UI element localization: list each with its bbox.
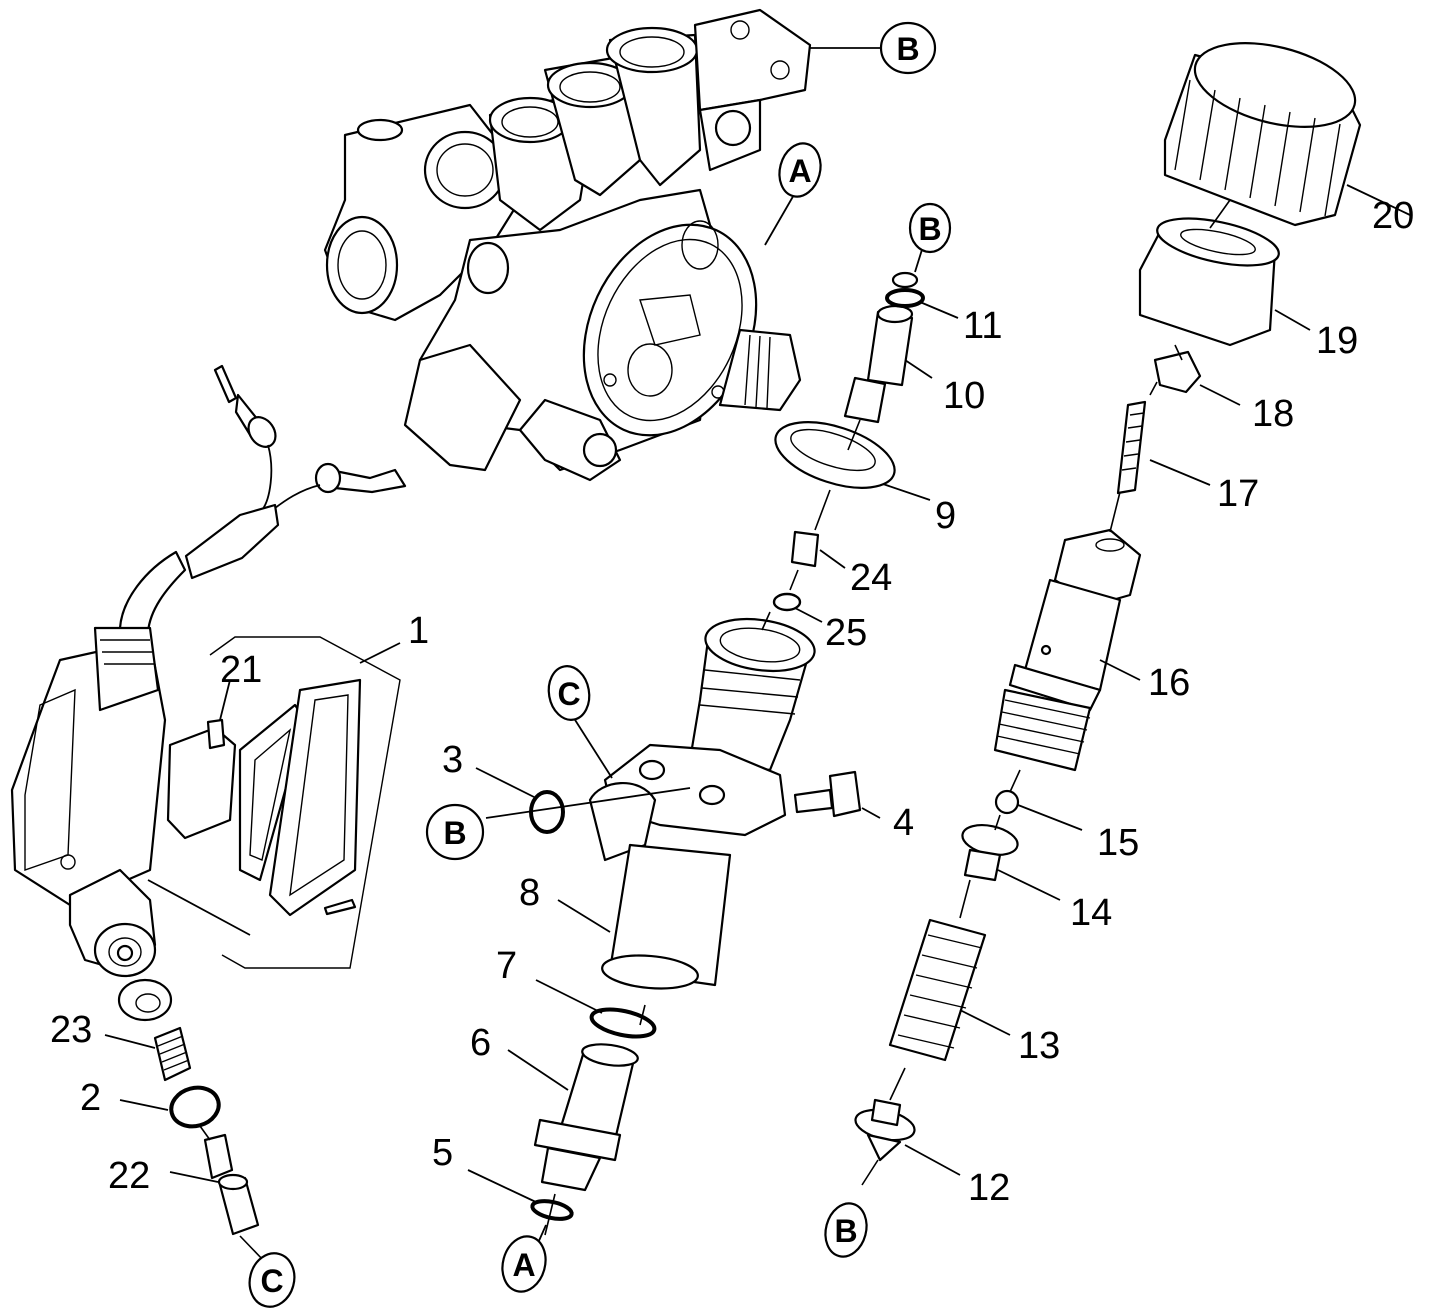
svg-text:C: C <box>260 1263 283 1299</box>
callout-9: 9 <box>935 495 956 537</box>
callout-20: 20 <box>1372 195 1414 237</box>
reference-bubble-a-top: A <box>778 142 822 198</box>
callout-7: 7 <box>496 945 517 987</box>
regulating-valve-stack <box>854 42 1362 1186</box>
pump-manifold <box>323 8 812 482</box>
callout-16: 16 <box>1148 662 1190 704</box>
reference-bubble-a-bottom: A <box>501 1235 547 1293</box>
svg-text:C: C <box>557 676 580 712</box>
svg-text:B: B <box>918 211 941 247</box>
reference-bubble-b-mid: B <box>908 202 952 254</box>
svg-text:B: B <box>896 31 919 67</box>
callout-19: 19 <box>1316 320 1358 362</box>
callout-23: 23 <box>50 1009 92 1051</box>
svg-text:A: A <box>788 153 811 189</box>
callout-21: 21 <box>220 649 262 691</box>
callout-2: 2 <box>80 1077 101 1119</box>
callout-15: 15 <box>1097 822 1139 864</box>
leader-lines <box>104 47 1411 1244</box>
callout-13: 13 <box>1018 1025 1060 1067</box>
callout-12: 12 <box>968 1167 1010 1209</box>
callout-3: 3 <box>442 739 463 781</box>
svg-text:B: B <box>834 1213 857 1249</box>
callout-17: 17 <box>1217 473 1259 515</box>
callout-5: 5 <box>432 1132 453 1174</box>
svg-text:B: B <box>443 815 466 851</box>
unloader-body <box>529 271 925 1236</box>
part-number-callouts: 1 2 3 4 5 6 7 8 9 10 11 12 13 14 15 16 1… <box>50 195 1414 1209</box>
svg-text:A: A <box>512 1247 535 1283</box>
callout-4: 4 <box>893 802 914 844</box>
callout-25: 25 <box>825 612 867 654</box>
callout-6: 6 <box>470 1022 491 1064</box>
callout-24: 24 <box>850 557 892 599</box>
callout-10: 10 <box>943 375 985 417</box>
reference-bubble-b-bottom: B <box>824 1202 868 1258</box>
reference-bubble-c-mid: C <box>547 665 591 721</box>
callout-14: 14 <box>1070 892 1112 934</box>
reference-bubble-b-top: B <box>879 21 937 75</box>
pressure-switch-assembly <box>10 364 407 1263</box>
reference-bubble-b-left: B <box>425 803 485 861</box>
callout-11: 11 <box>963 305 1002 347</box>
callout-8: 8 <box>519 872 540 914</box>
callout-1: 1 <box>408 610 429 652</box>
reference-bubble-c-bottom: C <box>248 1252 296 1308</box>
callout-22: 22 <box>108 1155 150 1197</box>
callout-18: 18 <box>1252 393 1294 435</box>
